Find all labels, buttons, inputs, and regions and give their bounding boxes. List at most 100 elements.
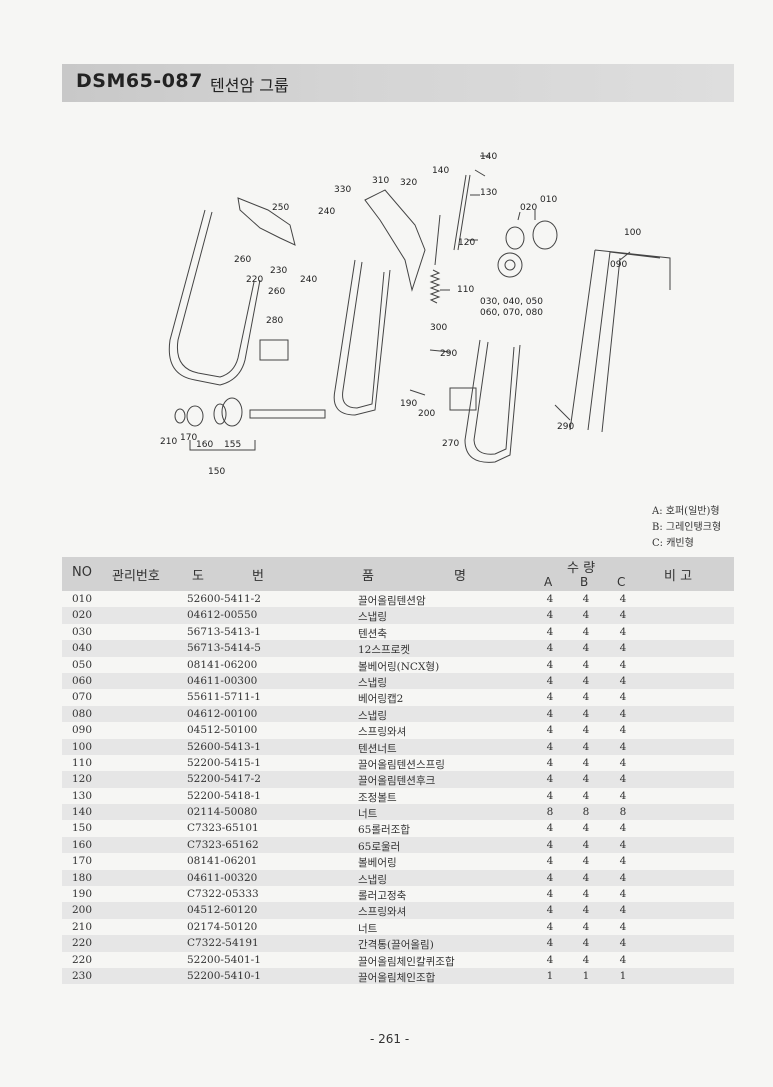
- cell-part-name: 끌어올림체인조합: [358, 971, 436, 984]
- cell-qty-c: 1: [619, 969, 627, 982]
- cell-no: 140: [72, 806, 93, 819]
- cell-qty-a: 4: [546, 625, 554, 638]
- svg-text:020: 020: [520, 203, 537, 213]
- cell-qty-b: 4: [582, 658, 590, 671]
- cell-qty-b: 4: [582, 937, 590, 950]
- svg-text:150: 150: [208, 467, 225, 477]
- svg-text:260: 260: [268, 287, 285, 297]
- cell-qty-b: 4: [582, 871, 590, 884]
- cell-qty-b: 4: [582, 773, 590, 786]
- cell-part-number: 52600-5411-2: [187, 593, 261, 605]
- cell-part-name: 65롤러조합: [358, 824, 411, 837]
- cell-qty-a: 4: [546, 855, 554, 868]
- cell-qty-a: 4: [546, 789, 554, 802]
- cell-part-name: 롤러고정축: [358, 890, 407, 903]
- cell-no: 180: [72, 871, 93, 884]
- cell-qty-c: 4: [619, 953, 627, 966]
- header-name-pum: 품: [362, 569, 374, 584]
- svg-text:170: 170: [180, 433, 197, 443]
- cell-part-name: 텐션너트: [358, 742, 397, 755]
- svg-text:060, 070, 080: 060, 070, 080: [480, 308, 543, 318]
- cell-qty-c: 4: [619, 822, 627, 835]
- cell-qty-c: 4: [619, 707, 627, 720]
- cell-part-name: 끌어올림텐션후크: [358, 775, 436, 788]
- cell-qty-c: 4: [619, 888, 627, 901]
- cell-qty-b: 4: [582, 707, 590, 720]
- cell-no: 030: [72, 625, 93, 638]
- cell-qty-b: 4: [582, 888, 590, 901]
- svg-text:220: 220: [246, 275, 263, 285]
- cell-qty-b: 4: [582, 625, 590, 638]
- cell-qty-b: 4: [582, 642, 590, 655]
- group-code: DSM65-087: [76, 70, 203, 92]
- svg-text:270: 270: [442, 439, 459, 449]
- cell-no: 070: [72, 691, 93, 704]
- cell-no: 090: [72, 724, 93, 737]
- header-qty: 수 량: [567, 561, 596, 576]
- cell-qty-b: 4: [582, 822, 590, 835]
- cell-part-name: 12스프로켓: [358, 644, 411, 657]
- cell-no: 110: [72, 756, 93, 769]
- cell-part-number: C7322-54191: [187, 937, 259, 950]
- svg-text:280: 280: [266, 316, 283, 326]
- header-drawing-beon: 번: [252, 569, 264, 584]
- cell-no: 210: [72, 920, 93, 933]
- cell-no: 150: [72, 822, 93, 835]
- svg-text:190: 190: [400, 399, 417, 409]
- legend-b: B: 그레인탱크형: [652, 522, 722, 533]
- svg-text:290: 290: [440, 349, 457, 359]
- cell-part-number: 52200-5418-1: [187, 789, 261, 802]
- cell-qty-c: 4: [619, 789, 627, 802]
- cell-part-name: 끌어올림체인칼퀴조합: [358, 955, 455, 968]
- cell-part-name: 조정볼트: [358, 791, 397, 804]
- svg-text:120: 120: [458, 238, 475, 248]
- cell-part-number: 56713-5413-1: [187, 625, 261, 638]
- cell-qty-b: 4: [582, 838, 590, 851]
- svg-text:130: 130: [480, 188, 497, 198]
- cell-part-number: 55611-5711-1: [187, 691, 261, 704]
- cell-part-name: 스냅링: [358, 873, 387, 886]
- legend-c: C: 캐빈형: [652, 538, 694, 549]
- cell-part-number: C7323-65101: [187, 822, 259, 835]
- page-number: - 261 -: [370, 1032, 410, 1046]
- svg-text:330: 330: [334, 185, 351, 195]
- cell-qty-b: 4: [582, 609, 590, 622]
- cell-qty-c: 4: [619, 724, 627, 737]
- svg-text:320: 320: [400, 178, 417, 188]
- cell-qty-c: 4: [619, 920, 627, 933]
- svg-text:290: 290: [557, 422, 574, 432]
- cell-no: 220: [72, 937, 93, 950]
- header-bar: DSM65-087 텐션암 그룹: [62, 64, 734, 102]
- cell-qty-c: 4: [619, 756, 627, 769]
- cell-part-name: 끌어올림텐션스프링: [358, 758, 445, 771]
- cell-qty-a: 4: [546, 953, 554, 966]
- cell-qty-b: 4: [582, 789, 590, 802]
- legend-a: A: 호퍼(일반)형: [652, 506, 720, 517]
- cell-qty-a: 4: [546, 642, 554, 655]
- cell-qty-b: 4: [582, 904, 590, 917]
- cell-part-number: C7322-05333: [187, 888, 259, 901]
- cell-qty-c: 4: [619, 691, 627, 704]
- cell-part-name: 스냅링: [358, 676, 387, 689]
- cell-no: 100: [72, 740, 93, 753]
- cell-no: 010: [72, 593, 93, 605]
- svg-text:250: 250: [272, 203, 289, 213]
- cell-qty-a: 4: [546, 691, 554, 704]
- header-drawing-do: 도: [192, 569, 204, 584]
- cell-part-number: 08141-06201: [187, 855, 258, 868]
- svg-text:200: 200: [418, 409, 435, 419]
- cell-qty-b: 4: [582, 674, 590, 687]
- svg-text:140: 140: [432, 166, 449, 176]
- svg-text:160: 160: [196, 440, 213, 450]
- cell-qty-c: 4: [619, 658, 627, 671]
